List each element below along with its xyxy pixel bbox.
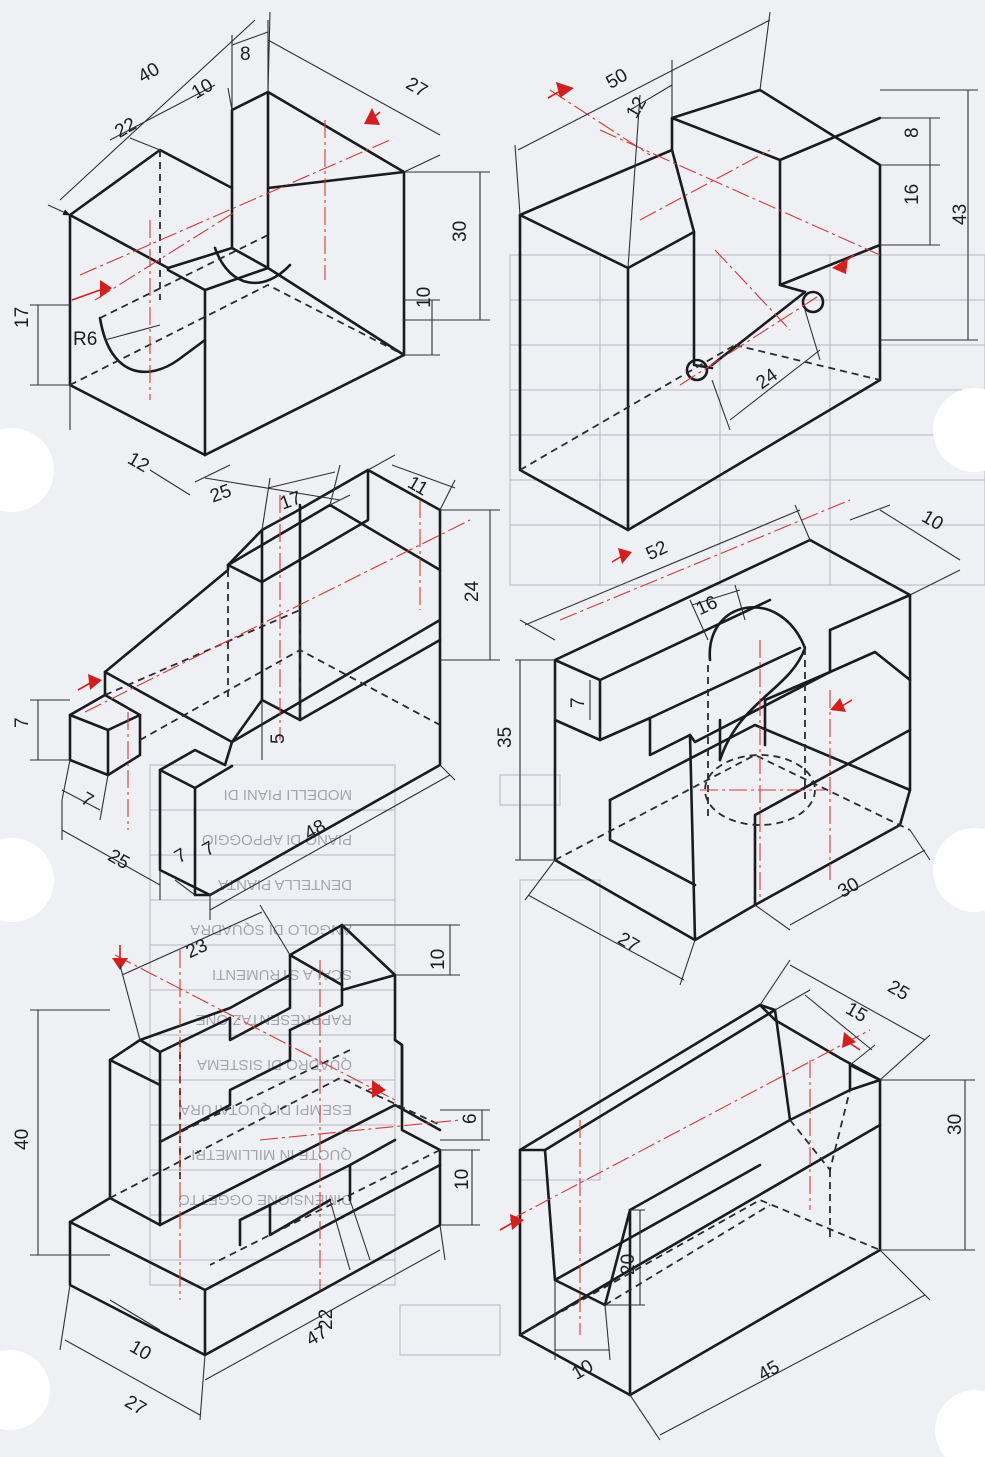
dim-label: 52 bbox=[643, 537, 671, 565]
dim-label: 7 bbox=[171, 845, 191, 868]
punch-hole bbox=[0, 838, 54, 922]
figure-6: 25 15 30 20 10 45 bbox=[499, 959, 975, 1441]
dim-label: 22 bbox=[316, 1309, 337, 1330]
dim-label: 10 bbox=[188, 75, 217, 104]
bleed-through-layer: MODELLI PIANI DI PIANO DI APPOGGIO DENTE… bbox=[149, 254, 985, 1356]
bleed-text: MODELLI PIANI DI bbox=[224, 786, 352, 803]
dim-label: 24 bbox=[462, 580, 483, 602]
figure-2: 50 12 8 16 43 24 bbox=[514, 11, 978, 532]
dim-label: 43 bbox=[950, 204, 971, 225]
punch-hole bbox=[0, 428, 54, 512]
dim-label: 16 bbox=[902, 184, 923, 205]
dim-label: 10 bbox=[414, 287, 435, 308]
dim-label: 50 bbox=[603, 65, 632, 94]
dim-label: 45 bbox=[755, 1357, 784, 1386]
dim-label: 27 bbox=[121, 1391, 150, 1420]
dim-label: 25 bbox=[104, 845, 133, 874]
dim-label: 17 bbox=[12, 307, 33, 328]
figure-4: 52 16 10 7 35 27 30 bbox=[495, 499, 961, 986]
punch-hole bbox=[933, 388, 985, 472]
dim-label: 40 bbox=[135, 59, 164, 88]
dim-label: 22 bbox=[111, 114, 140, 143]
dim-label: R6 bbox=[73, 329, 97, 350]
dim-label: 10 bbox=[428, 949, 449, 970]
dim-label: 25 bbox=[207, 480, 234, 507]
dim-label: 27 bbox=[402, 73, 431, 102]
dim-label: 24 bbox=[752, 364, 782, 394]
dim-label: 7 bbox=[568, 697, 589, 708]
dim-label: 27 bbox=[614, 928, 643, 957]
dim-label: 40 bbox=[12, 1129, 33, 1150]
bleed-text: QUOTE IN MILLIMETRI bbox=[191, 1146, 352, 1163]
bleed-text: DIMENSIONE OGGETTO bbox=[178, 1191, 352, 1208]
dim-label: 11 bbox=[404, 472, 432, 500]
dim-label: 6 bbox=[460, 1113, 481, 1124]
dim-label: 12 bbox=[124, 448, 153, 477]
bleed-text: QUADRO DI SISTEMA bbox=[197, 1056, 352, 1073]
dim-label: 7 bbox=[12, 717, 33, 728]
bleed-text: PIANO DI APPOGGIO bbox=[202, 831, 352, 848]
dim-label: 12 bbox=[622, 93, 651, 122]
dim-label: 5 bbox=[268, 733, 289, 744]
dim-label: 10 bbox=[126, 1336, 155, 1365]
dim-label: 15 bbox=[842, 998, 871, 1027]
punch-hole bbox=[0, 1350, 50, 1430]
dim-label: 10 bbox=[918, 506, 947, 535]
dim-label: 8 bbox=[902, 127, 923, 138]
punch-hole bbox=[935, 1390, 985, 1457]
dim-label: 30 bbox=[945, 1114, 966, 1135]
dim-label: 35 bbox=[495, 727, 516, 748]
dim-label: 23 bbox=[183, 935, 211, 963]
punch-holes bbox=[0, 388, 985, 1457]
bleed-text: DENTELLA PIANTA bbox=[218, 876, 352, 893]
dim-label: 25 bbox=[884, 976, 913, 1005]
dim-label: 10 bbox=[452, 1169, 473, 1190]
bleed-text: RAPPRESENTAZIONE bbox=[196, 1011, 352, 1028]
bleed-text: ANGOLO DI SQUADRA bbox=[190, 921, 352, 938]
dim-label: 30 bbox=[450, 221, 471, 242]
punch-hole bbox=[933, 828, 985, 912]
dim-label: 8 bbox=[240, 44, 251, 65]
figure-1: 40 10 8 22 27 30 17 10 R6 12 bbox=[12, 11, 490, 496]
dim-label: 20 bbox=[618, 1254, 639, 1275]
dim-label: 10 bbox=[568, 1356, 597, 1385]
bleed-text: ESEMPI DI QUOTATURA bbox=[180, 1101, 352, 1118]
dim-label: 7 bbox=[77, 788, 97, 811]
figure-3: 25 17 11 24 7 5 7 25 7 7 48 bbox=[12, 454, 500, 920]
